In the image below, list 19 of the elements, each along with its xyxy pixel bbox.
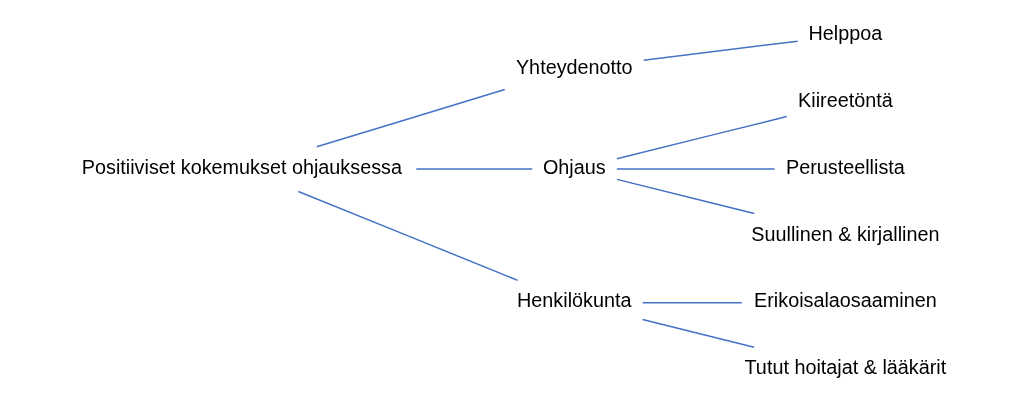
node-text: Ohjaus <box>542 155 606 178</box>
node-text: Positiiviset kokemukset ohjauksessa <box>81 155 402 178</box>
node-text: Perusteellista <box>785 155 905 178</box>
node-text: Henkilökunta <box>517 289 632 312</box>
node-text: Yhteydenotto <box>515 55 633 78</box>
node-text: Kiireetöntä <box>798 88 893 111</box>
node-text: Helppoa <box>808 22 883 45</box>
connector <box>616 115 788 160</box>
connector <box>415 168 533 170</box>
node-text: Suullinen & kirjallinen <box>751 222 940 245</box>
connector <box>316 88 506 148</box>
node-text: Erikoisalaosaaminen <box>754 289 937 312</box>
connector <box>641 302 743 304</box>
connector <box>616 168 776 170</box>
node-text: Tutut hoitajat & lääkärit <box>744 356 947 379</box>
connector <box>297 190 519 282</box>
connector <box>641 318 755 348</box>
connector <box>642 40 799 62</box>
connector <box>616 178 756 215</box>
